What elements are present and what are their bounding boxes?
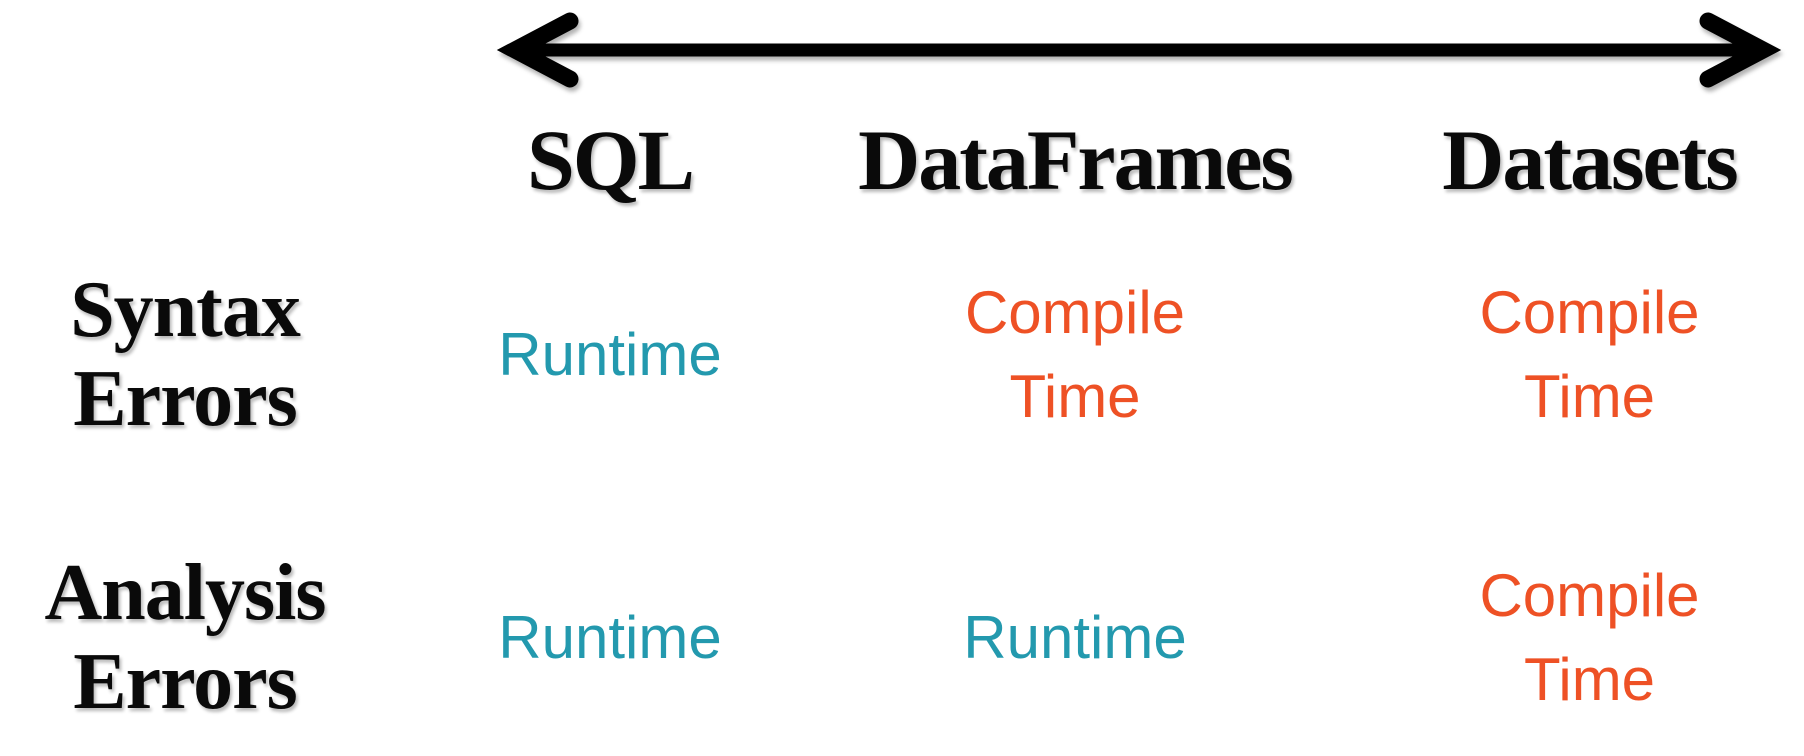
row-header-line: Analysis bbox=[44, 549, 327, 637]
row-header-line: Errors bbox=[73, 638, 298, 726]
column-header-sql: SQL bbox=[370, 90, 850, 230]
comparison-table: SQL DataFrames Datasets Syntax Errors Ru… bbox=[0, 90, 1804, 756]
cell-line: Time bbox=[1523, 363, 1656, 430]
cell-syntax-dataframes: Compile Time bbox=[850, 230, 1300, 480]
double-headed-arrow-icon bbox=[496, 12, 1782, 88]
column-header-label: DataFrames bbox=[858, 112, 1294, 208]
cell-syntax-datasets: Compile Time bbox=[1300, 230, 1804, 480]
cell-line: Runtime bbox=[498, 321, 722, 388]
row-header-analysis-errors: Analysis Errors bbox=[0, 520, 370, 756]
cell-line: Compile bbox=[964, 279, 1186, 346]
cell-line: Compile bbox=[1479, 279, 1700, 346]
cell-line: Time bbox=[1523, 646, 1656, 713]
cell-line: Runtime bbox=[498, 604, 722, 671]
cell-line: Runtime bbox=[963, 604, 1187, 671]
cell-analysis-sql: Runtime bbox=[370, 520, 850, 756]
column-header-datasets: Datasets bbox=[1300, 90, 1804, 230]
cell-syntax-sql: Runtime bbox=[370, 230, 850, 480]
cell-analysis-datasets: Compile Time bbox=[1300, 520, 1804, 756]
row-header-line: Errors bbox=[73, 355, 298, 443]
column-header-dataframes: DataFrames bbox=[850, 90, 1300, 230]
row-header-syntax-errors: Syntax Errors bbox=[0, 230, 370, 480]
cell-analysis-dataframes: Runtime bbox=[850, 520, 1300, 756]
row-header-line: Syntax bbox=[70, 266, 301, 354]
column-header-label: SQL bbox=[526, 112, 695, 208]
cell-line: Time bbox=[1009, 363, 1141, 430]
cell-line: Compile bbox=[1479, 562, 1700, 629]
column-header-label: Datasets bbox=[1442, 112, 1738, 208]
